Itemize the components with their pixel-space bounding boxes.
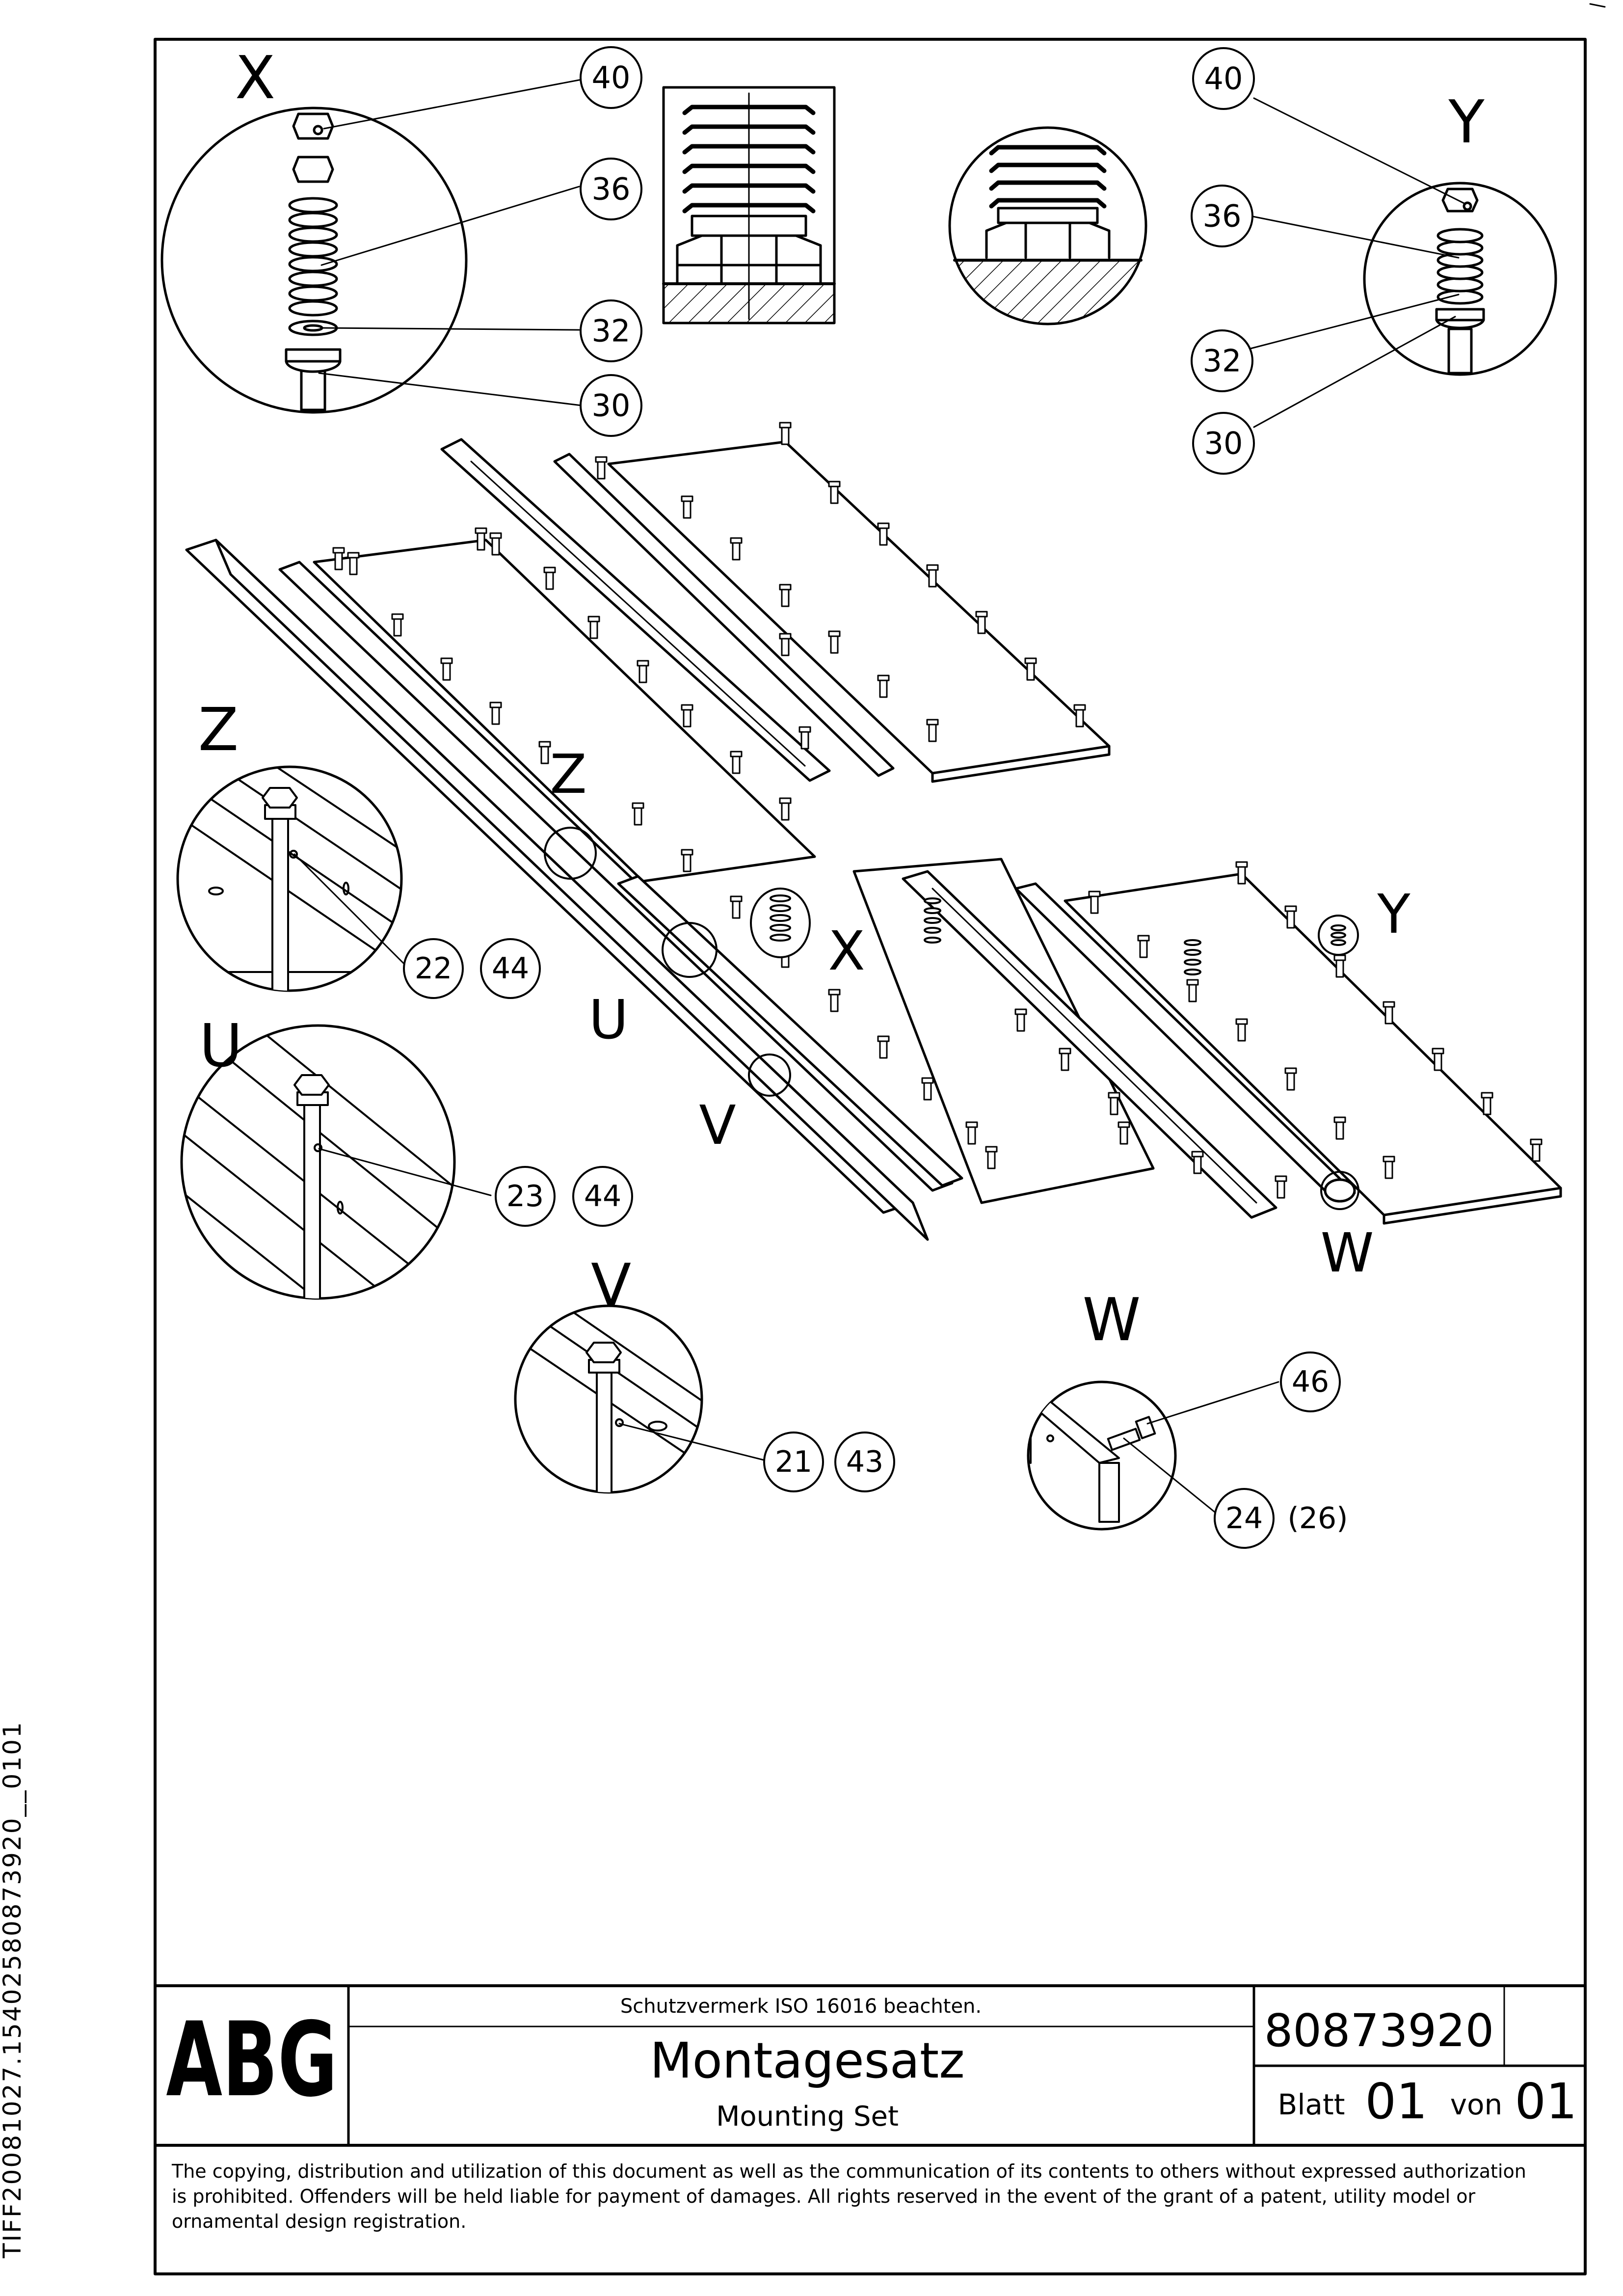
corner-tick [1589,3,1606,8]
detail-x-circle [160,107,468,414]
copyright-line-2: is prohibited. Offenders will be held li… [172,2186,1476,2207]
detail-y-circle [1363,182,1557,376]
upper-rail-1 [440,438,831,782]
protection-note: Schutzvermerk ISO 16016 beachten. [620,1995,982,2018]
exploded-assembly [185,438,1562,1241]
assembly-label-v: V [699,1094,736,1157]
detail-v-label: V [591,1252,631,1320]
callout-u-44: 44 [584,1179,621,1214]
side-file-code: TIFF20081027.15402580873920__0101 [0,1721,27,2258]
detail-u-label: U [199,1012,242,1080]
title-de: Montagesatz [650,2032,964,2089]
detail-z: Z 22 44 [176,696,541,999]
callout-z-44: 44 [492,951,529,986]
detail-y-label: Y [1448,88,1485,157]
title-block [154,1984,1587,2147]
assembly-detail-markers [544,827,1359,1210]
detail-w: W 46 24 (26) [1027,1286,1348,1549]
callout-v-43: 43 [846,1445,883,1479]
callout-v-21: 21 [775,1445,812,1479]
callout-x-30: 30 [592,388,631,424]
assembly-label-w: W [1321,1221,1374,1284]
detail-y: Y 40 36 32 [1191,47,1557,475]
front-rail-4 [617,875,963,1187]
callout-y-32: 32 [1203,343,1242,379]
sheet-number: 01 [1365,2073,1427,2130]
detail-z-label: Z [198,696,239,764]
detail-x: X [160,44,642,437]
of-label: von [1450,2088,1503,2121]
callout-x-36: 36 [592,171,631,207]
front-rail-2 [214,539,929,1241]
assembly-label-y: Y [1377,883,1410,945]
callout-x-40: 40 [592,60,631,96]
callout-w-46: 46 [1292,1365,1329,1399]
callout-w-26: (26) [1287,1501,1348,1536]
callout-x-32: 32 [592,313,631,349]
detail-u: U 23 44 [180,1012,633,1300]
detail-x-label: X [235,44,275,112]
callout-w-24: 24 [1225,1501,1263,1536]
detail-v: V 21 43 [514,1252,895,1494]
spring-stack-section-view [662,86,836,324]
detail-w-label: W [1083,1286,1141,1354]
callout-y-40: 40 [1204,61,1243,97]
assembly-label-u: U [589,988,629,1051]
copyright-line-3: ornamental design registration. [172,2211,466,2232]
detail-z-circle [176,765,403,992]
drawing-number: 80873920 [1264,2004,1494,2057]
spring-stack-circle-view [948,126,1147,325]
sheet-label: Blatt [1278,2088,1345,2121]
callout-z-22: 22 [415,951,452,986]
callout-y-36: 36 [1203,198,1242,234]
abg-logo: ABG [166,2000,337,2119]
drawing-frame [154,38,1587,2275]
sheet-total: 01 [1515,2073,1577,2130]
lower-plate [852,858,1155,1204]
upper-rail-2 [553,453,895,777]
assembly-label-z: Z [550,743,586,806]
assembly-label-x: X [828,919,865,982]
title-en: Mounting Set [716,2101,899,2133]
detail-x-stack [285,112,342,411]
copyright-line-1: The copying, distribution and utilizatio… [171,2161,1526,2182]
callout-y-30: 30 [1204,426,1243,461]
assembly-spring-stacks [750,888,1359,975]
callout-u-23: 23 [506,1179,544,1214]
